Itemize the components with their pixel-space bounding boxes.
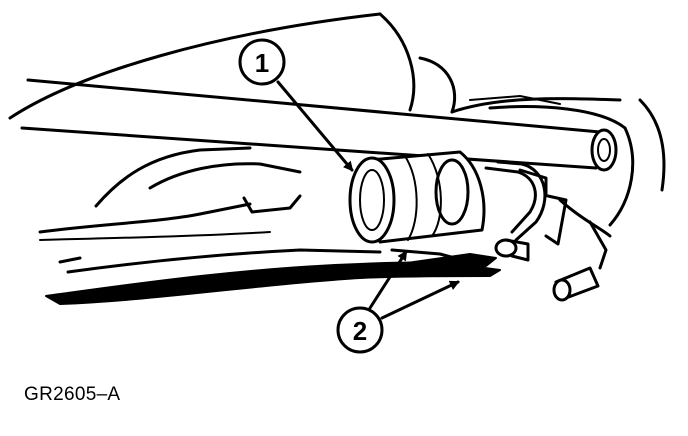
bracket-housing bbox=[488, 98, 666, 270]
cylinder-component bbox=[348, 150, 486, 244]
cross-member bbox=[38, 146, 302, 241]
figure-id: GR2605–A bbox=[24, 384, 121, 405]
callout-1-label: 1 bbox=[255, 48, 269, 78]
callout-1: 1 bbox=[238, 38, 354, 172]
mounting-stud bbox=[552, 266, 600, 302]
vehicle-body-outline bbox=[8, 12, 622, 120]
callout-2: 2 bbox=[336, 250, 460, 354]
lower-mount-rail bbox=[45, 248, 501, 305]
callout-2-label: 2 bbox=[353, 316, 367, 346]
retaining-strap bbox=[484, 160, 568, 262]
drive-shaft bbox=[20, 78, 618, 172]
